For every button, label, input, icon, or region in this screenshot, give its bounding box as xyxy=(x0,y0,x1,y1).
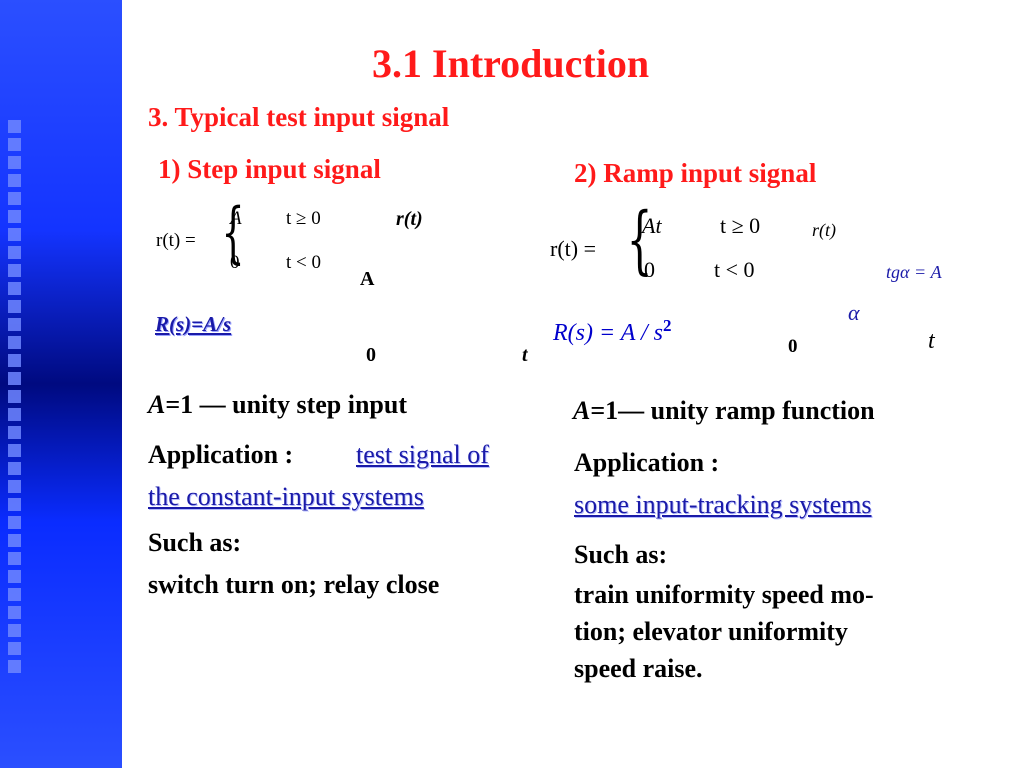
step-y-label: r(t) xyxy=(396,208,423,230)
step-application-text-2: the constant-input systems xyxy=(148,482,424,511)
step-such-as: Such as: xyxy=(148,528,242,557)
ramp-y-label: r(t) xyxy=(812,220,836,240)
ramp-line xyxy=(804,228,904,330)
sidebar-decoration xyxy=(0,0,122,768)
ramp-formula-lhs: r(t) = xyxy=(550,236,596,261)
step-application-text-1: test signal of xyxy=(356,440,489,469)
ramp-heading: 2) Ramp input signal xyxy=(574,158,817,188)
ramp-such-as: Such as: xyxy=(574,540,668,569)
ramp-angle-arc xyxy=(822,310,833,329)
step-level-label: A xyxy=(360,268,375,290)
step-application-label: Application : xyxy=(148,440,294,469)
ramp-formula-brace: { xyxy=(626,197,653,283)
ramp-examples-2: tion; elevator uniformity xyxy=(574,617,848,646)
step-unity: A=1 — unity step input xyxy=(148,390,407,419)
step-formula-brace: { xyxy=(221,194,245,271)
step-case2-value: 0 xyxy=(230,252,240,273)
ramp-x-label: t xyxy=(928,328,935,354)
ramp-application-text: some input-tracking systems xyxy=(574,490,872,519)
step-case2-cond: t < 0 xyxy=(286,252,321,273)
step-case1-cond: t ≥ 0 xyxy=(286,208,321,229)
step-case1-value: A xyxy=(230,208,242,229)
step-heading: 1) Step input signal xyxy=(158,154,381,184)
ramp-angle-label: α xyxy=(848,300,860,325)
ramp-case1-cond: t ≥ 0 xyxy=(720,213,761,238)
ramp-examples-3: speed raise. xyxy=(574,654,703,683)
ramp-slope-label: tgα = A xyxy=(886,262,942,282)
ramp-examples-1: train uniformity speed mo- xyxy=(574,580,874,609)
step-examples: switch turn on; relay close xyxy=(148,570,440,599)
ramp-case1-value: At xyxy=(642,213,662,238)
step-laplace: R(s)=A/s xyxy=(155,312,232,336)
section-heading: 3. Typical test input signal xyxy=(148,102,450,132)
ramp-origin-label: 0 xyxy=(788,336,798,357)
step-formula-lhs: r(t) = xyxy=(156,230,196,251)
ramp-unity: A=1— unity ramp function xyxy=(573,396,875,425)
ramp-application-label: Application : xyxy=(574,448,720,477)
ramp-case2-cond: t < 0 xyxy=(714,257,755,282)
page-title: 3.1 Introduction xyxy=(372,41,650,86)
ramp-case2-value: 0 xyxy=(644,257,655,282)
ramp-laplace: R(s) = A / s2 xyxy=(553,316,672,346)
sidebar-squares xyxy=(8,120,30,678)
step-x-label: t xyxy=(522,344,528,366)
step-origin-label: 0 xyxy=(366,344,376,366)
